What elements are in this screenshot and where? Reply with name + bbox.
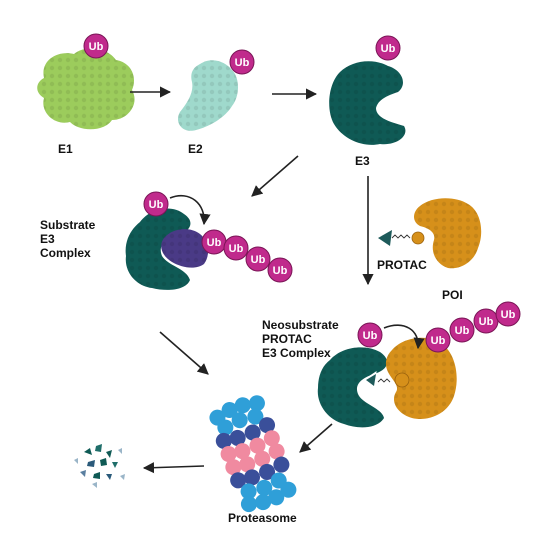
proteasome-cap-bottom (240, 472, 297, 513)
transfer-arrow-substrate (169, 195, 211, 226)
label-neosubstrate-line-2: PROTAC (262, 332, 312, 346)
neo-e3-ligase (317, 347, 388, 428)
svg-text:Ub: Ub (251, 254, 266, 266)
neo-protac-molecule (363, 370, 410, 389)
ubiquitin-e2: Ub (229, 49, 255, 75)
svg-text:Ub: Ub (431, 335, 446, 347)
arrow-neo-to-proteasome (299, 423, 333, 453)
svg-text:Ub: Ub (455, 325, 470, 337)
transfer-arrow-neo (383, 324, 425, 350)
substrate-protein (161, 229, 209, 268)
peptide-fragments (74, 444, 125, 488)
label-e2: E2 (188, 142, 203, 156)
ubiquitin-chain-substrate: Ub Ub Ub Ub (201, 229, 293, 283)
svg-text:Ub: Ub (501, 309, 516, 321)
neo-poi-protein (385, 337, 457, 420)
poi-protein (414, 198, 482, 269)
svg-text:Ub: Ub (207, 237, 222, 249)
e1-enzyme (37, 48, 135, 130)
proteasome-ring-navy-2 (230, 456, 290, 489)
ubiquitin-neo-transfer: Ub (357, 322, 383, 348)
svg-text:Ub: Ub (381, 43, 396, 55)
substrate-e3-ligase (125, 208, 191, 290)
proteasome-cap-top (209, 395, 265, 436)
label-substrate-complex-line-1: Substrate (40, 218, 96, 232)
e2-enzyme (177, 60, 238, 131)
svg-text:Ub: Ub (273, 265, 288, 277)
svg-text:Ub: Ub (235, 57, 250, 69)
ub-label: Ub (89, 41, 104, 53)
ubiquitin-e3: Ub (375, 35, 401, 61)
label-neosubstrate-line-3: E3 Complex (262, 346, 331, 360)
svg-text:Ub: Ub (363, 330, 378, 342)
arrow-substrate-to-proteasome (159, 331, 209, 375)
label-e3: E3 (355, 154, 370, 168)
protac-molecule (378, 230, 425, 246)
e3-ligase (329, 61, 406, 145)
svg-text:Ub: Ub (229, 243, 244, 255)
label-substrate-complex-line-2: E3 (40, 232, 55, 246)
label-neosubstrate-line-1: Neosubstrate (262, 318, 339, 332)
proteasome (209, 395, 297, 513)
label-substrate-complex-line-3: Complex (40, 246, 91, 260)
proteasome-ring-navy-1 (215, 417, 276, 449)
ubiquitin-chain-neo: Ub Ub Ub Ub (425, 301, 521, 353)
label-poi: POI (442, 288, 463, 302)
svg-text:Ub: Ub (149, 199, 164, 211)
ubiquitin-substrate-transfer: Ub (143, 191, 169, 217)
proteasome-ring-pink (220, 430, 285, 476)
label-e1: E1 (58, 142, 73, 156)
label-proteasome: Proteasome (228, 511, 297, 525)
ubiquitin-e1: Ub (83, 33, 109, 59)
arrow-e3-to-substrate (251, 155, 299, 197)
svg-text:Ub: Ub (479, 316, 494, 328)
arrow-proteasome-to-peptides (142, 462, 205, 474)
label-protac: PROTAC (377, 258, 427, 272)
